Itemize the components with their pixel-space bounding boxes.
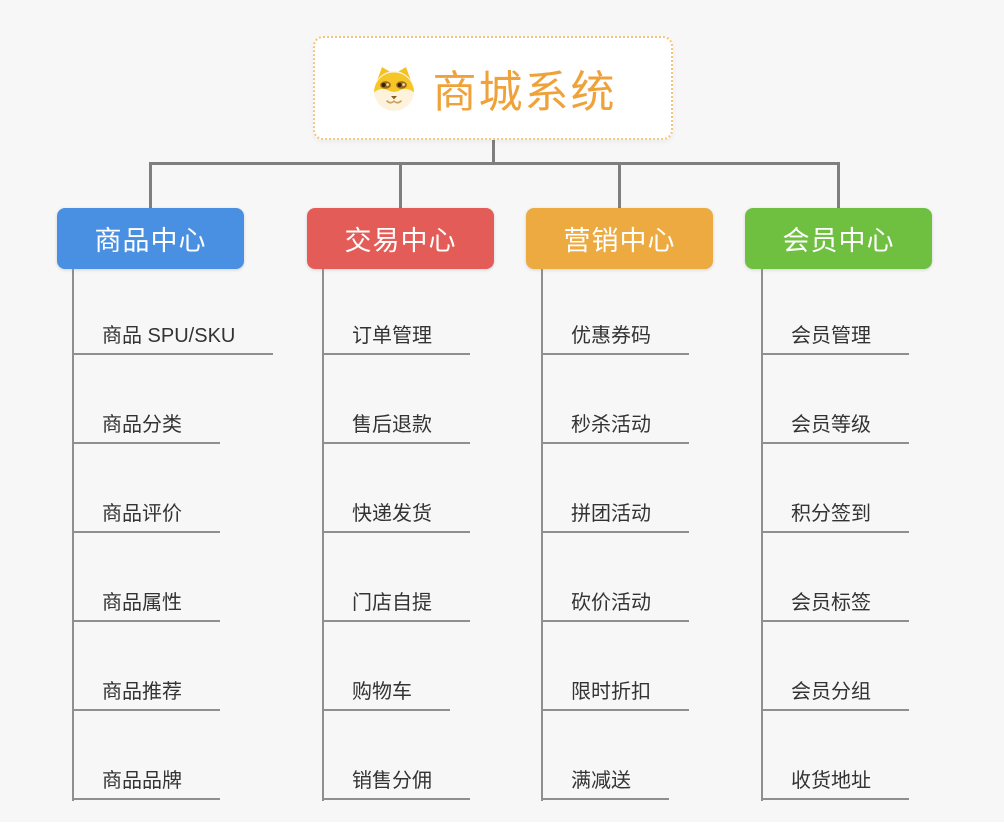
connector-bus	[149, 162, 840, 165]
sub-item-node[interactable]: 销售分佣	[322, 764, 470, 800]
sub-item-node[interactable]: 售后退款	[322, 408, 470, 444]
column-spine-product	[72, 269, 74, 801]
sub-item-node[interactable]: 限时折扣	[541, 675, 689, 711]
sub-item-node[interactable]: 会员管理	[761, 319, 909, 355]
branch-node-marketing-center[interactable]: 营销中心	[526, 208, 713, 269]
connector-root-stem	[492, 140, 495, 165]
sub-item-node[interactable]: 秒杀活动	[541, 408, 689, 444]
sub-item-node[interactable]: 商品品牌	[72, 764, 220, 800]
root-title: 商城系统	[432, 68, 617, 117]
branch-node-member-center[interactable]: 会员中心	[745, 208, 932, 269]
sub-item-node[interactable]: 砍价活动	[541, 586, 689, 622]
sub-item-node[interactable]: 快递发货	[322, 497, 470, 533]
sub-item-node[interactable]: 订单管理	[322, 319, 470, 355]
connector-drop-marketing	[618, 162, 621, 209]
connector-drop-member	[837, 162, 840, 209]
column-spine-trade	[322, 269, 324, 801]
sub-item-node[interactable]: 商品属性	[72, 586, 220, 622]
sub-item-node[interactable]: 商品推荐	[72, 675, 220, 711]
column-spine-marketing	[541, 269, 543, 801]
sub-item-node[interactable]: 收货地址	[761, 764, 909, 800]
sub-item-node[interactable]: 商品分类	[72, 408, 220, 444]
connector-drop-trade	[399, 162, 402, 209]
sub-item-node[interactable]: 满减送	[541, 764, 669, 800]
shiba-dog-icon	[373, 67, 414, 111]
root-node[interactable]: 商城系统	[313, 36, 673, 140]
sub-item-node[interactable]: 积分签到	[761, 497, 909, 533]
column-spine-member	[761, 269, 763, 801]
canvas-bottom-edge	[0, 822, 1004, 840]
sub-item-node[interactable]: 会员标签	[761, 586, 909, 622]
sub-item-node[interactable]: 商品 SPU/SKU	[72, 319, 274, 355]
branch-node-trade-center[interactable]: 交易中心	[307, 208, 494, 269]
sub-item-node[interactable]: 拼团活动	[541, 497, 689, 533]
connector-drop-product	[149, 162, 152, 209]
sub-item-node[interactable]: 会员等级	[761, 408, 909, 444]
sub-item-node[interactable]: 会员分组	[761, 675, 909, 711]
sub-item-node[interactable]: 门店自提	[322, 586, 470, 622]
sub-item-node[interactable]: 购物车	[322, 675, 450, 711]
sub-item-node[interactable]: 优惠券码	[541, 319, 689, 355]
sub-item-node[interactable]: 商品评价	[72, 497, 220, 533]
branch-node-product-center[interactable]: 商品中心	[57, 208, 244, 269]
